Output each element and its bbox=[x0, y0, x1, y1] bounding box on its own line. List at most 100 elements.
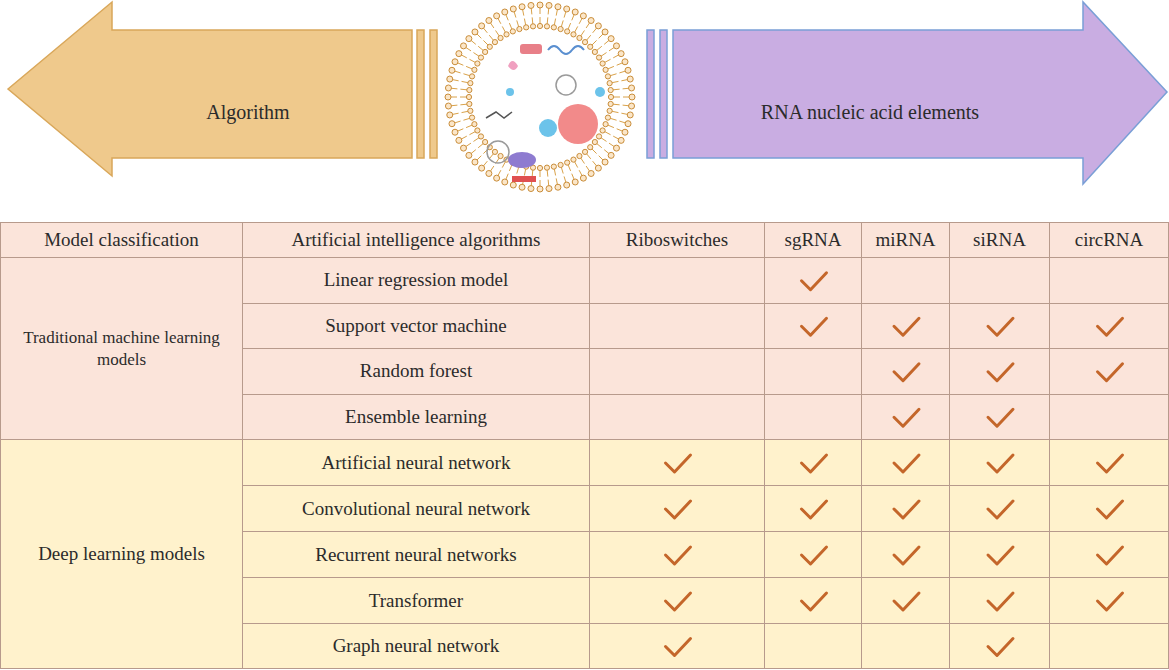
lipid-head bbox=[472, 67, 477, 72]
lipid-head bbox=[582, 40, 587, 45]
vesicle-cargo bbox=[539, 119, 557, 137]
circ-rna bbox=[556, 75, 576, 95]
table-cell bbox=[590, 395, 765, 441]
lipid-head bbox=[517, 26, 522, 31]
vesicle-cargo bbox=[595, 87, 605, 97]
table-cell bbox=[862, 532, 950, 578]
lipid-head bbox=[472, 159, 478, 165]
row-label: Recurrent neural networks bbox=[311, 543, 521, 567]
vesicle-cargo bbox=[506, 88, 514, 96]
arrow-stripe bbox=[660, 30, 667, 158]
lipid-head bbox=[629, 94, 635, 100]
table-cell bbox=[862, 624, 950, 669]
lipid-head bbox=[472, 122, 477, 127]
lipid-head bbox=[519, 184, 525, 190]
lipid-bilayer bbox=[445, 2, 635, 192]
lipid-head bbox=[571, 157, 576, 162]
lipid-head bbox=[625, 67, 631, 73]
lipid-head bbox=[577, 35, 582, 40]
lipid-head bbox=[613, 43, 619, 49]
table-cell bbox=[950, 258, 1050, 304]
row-label: Random forest bbox=[356, 359, 476, 383]
table-cell: Artificial intelligence algorithms bbox=[243, 222, 590, 258]
table-cell: Riboswitches bbox=[590, 222, 765, 258]
lipid-head bbox=[600, 128, 605, 133]
table-cell: miRNA bbox=[862, 222, 950, 258]
table-cell bbox=[590, 258, 765, 304]
lipid-head bbox=[510, 29, 515, 34]
table-cell bbox=[590, 486, 765, 532]
arrow-outline bbox=[8, 2, 412, 176]
lipid-head bbox=[447, 76, 453, 82]
lipid-head bbox=[618, 137, 624, 143]
table-cell: Convolutional neural network bbox=[243, 486, 590, 532]
lipid-head bbox=[469, 74, 474, 79]
lipid-head bbox=[472, 29, 478, 35]
lipid-head bbox=[530, 24, 535, 29]
lipid-head bbox=[449, 121, 455, 127]
table-cell: Artificial neural network bbox=[243, 440, 590, 486]
lipid-head bbox=[466, 36, 472, 42]
table-cell: siRNA bbox=[950, 222, 1050, 258]
lipid-head bbox=[607, 81, 612, 86]
table-cell bbox=[590, 532, 765, 578]
column-header: miRNA bbox=[871, 228, 939, 252]
table-cell: Deep learning models bbox=[0, 440, 243, 669]
table-cell: Support vector machine bbox=[243, 304, 590, 350]
rna-elements-arrow: RNA nucleic acid elements bbox=[643, 0, 1169, 205]
arrow-label: RNA nucleic acid elements bbox=[761, 101, 979, 124]
lipid-head bbox=[546, 186, 552, 192]
lipid-head bbox=[461, 145, 467, 151]
lipid-head bbox=[466, 94, 471, 99]
arrow-shape bbox=[0, 0, 442, 180]
lipid-head bbox=[468, 81, 473, 86]
table-cell bbox=[950, 486, 1050, 532]
lipid-head bbox=[608, 36, 614, 42]
lipid-head bbox=[602, 159, 608, 165]
row-label: Ensemble learning bbox=[341, 405, 491, 429]
lipid-head bbox=[492, 149, 497, 154]
lipid-head bbox=[528, 2, 534, 8]
lipid-head bbox=[546, 2, 552, 8]
table-cell bbox=[1050, 258, 1169, 304]
lipid-head bbox=[479, 23, 485, 29]
lipid-head bbox=[537, 2, 543, 8]
lipid-head bbox=[461, 43, 467, 49]
arrow-stripe bbox=[417, 30, 424, 158]
table-cell bbox=[590, 349, 765, 395]
table-cell: Linear regression model bbox=[243, 258, 590, 304]
hairpin bbox=[508, 61, 518, 70]
lipid-head bbox=[456, 137, 462, 143]
lipid-head bbox=[588, 44, 593, 49]
table-cell bbox=[1050, 486, 1169, 532]
table-cell: sgRNA bbox=[765, 222, 862, 258]
lipid-head bbox=[544, 24, 549, 29]
rna-strand bbox=[512, 176, 536, 182]
table-cell bbox=[765, 486, 862, 532]
table-cell bbox=[1050, 440, 1169, 486]
table-cell bbox=[765, 578, 862, 624]
lipid-head bbox=[565, 29, 570, 34]
table-cell: Model classification bbox=[0, 222, 243, 258]
table-cell bbox=[1050, 624, 1169, 669]
lipid-head bbox=[519, 4, 525, 10]
lipid-head bbox=[564, 6, 570, 12]
protein bbox=[508, 152, 536, 168]
lipid-head bbox=[483, 49, 488, 54]
rna-strand bbox=[548, 46, 584, 54]
lipid-head bbox=[479, 165, 485, 171]
row-label: Convolutional neural network bbox=[298, 497, 534, 521]
lipid-head bbox=[537, 165, 542, 170]
lipid-head bbox=[478, 55, 483, 60]
lipid-head bbox=[580, 175, 586, 181]
lipid-head bbox=[467, 101, 472, 106]
table-cell bbox=[950, 624, 1050, 669]
lipid-head bbox=[467, 87, 472, 92]
arrow-stripe bbox=[647, 30, 654, 158]
lipid-head bbox=[551, 25, 556, 30]
table-cell: Transformer bbox=[243, 578, 590, 624]
lipid-head bbox=[613, 145, 619, 151]
table-cell bbox=[1050, 395, 1169, 441]
column-header: Artificial intelligence algorithms bbox=[287, 228, 544, 252]
lipid-head bbox=[537, 23, 542, 28]
